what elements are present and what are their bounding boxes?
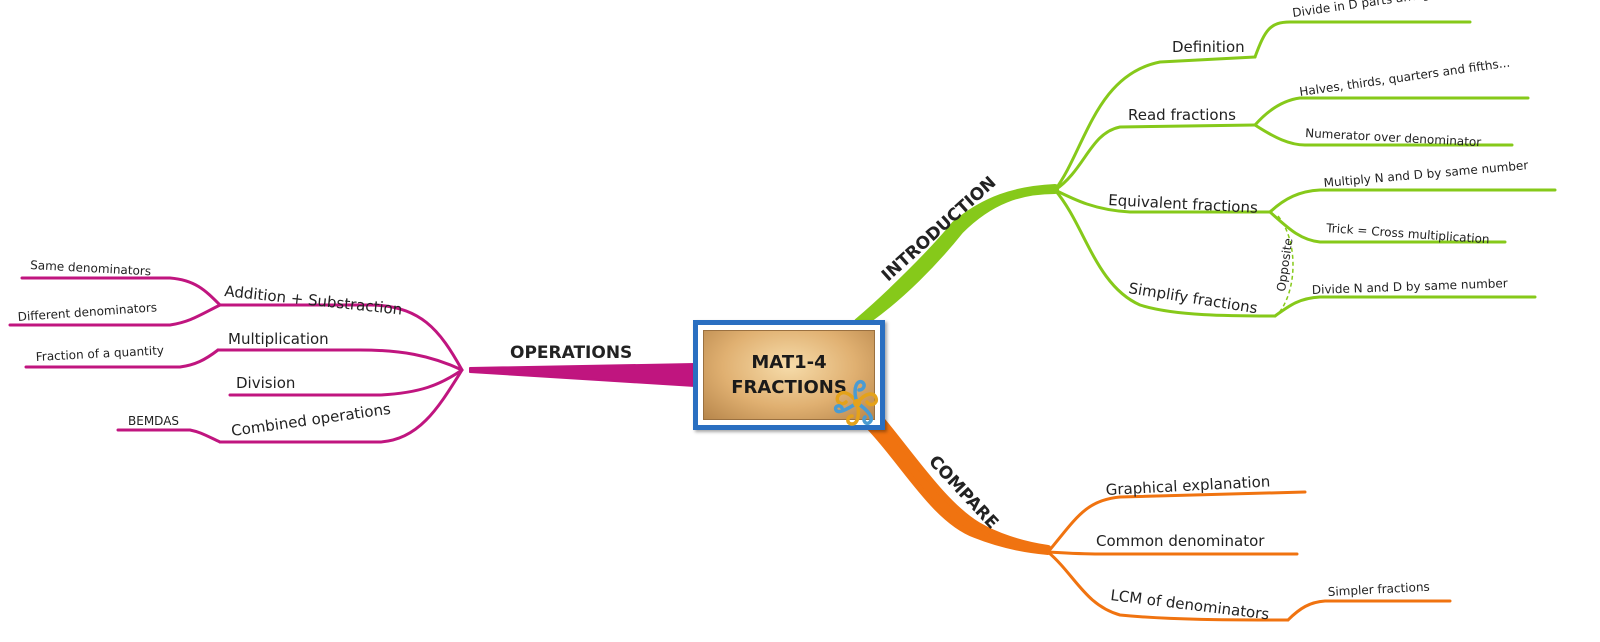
connector-simplify-leaf [1273,295,1537,318]
connector-read-fractions [1053,123,1257,192]
connector-addition-leaf-2 [8,303,222,327]
connector-addition-leaf-1 [20,276,222,307]
simplify-fractions-label: Simplify fractions [1127,279,1259,317]
connector-division [228,368,464,397]
definition-label: Definition [1172,38,1245,56]
compare-main-connector [867,417,1051,555]
connector-read-leaf-1 [1253,96,1530,127]
connector-multiplication [216,348,464,372]
central-topic[interactable]: MAT1-4 FRACTIONS [693,320,885,430]
introduction-label: INTRODUCTION [878,173,1000,286]
connector-equivalent-leaf-2 [1268,210,1507,244]
division-label: Division [236,374,295,392]
read-fractions-label: Read fractions [1128,106,1236,124]
definition-leaf: Divide in D parts and get N [1291,0,1455,20]
connector-lcm [1046,550,1290,622]
central-topic-line-2: FRACTIONS [731,377,847,398]
connector-combined [218,368,464,444]
lcm-leaf: Simpler fractions [1327,580,1430,599]
connector-graphical [1046,490,1307,554]
multiplication-leaf: Fraction of a quantity [35,343,164,364]
combined-leaf: BEMDAS [128,414,179,428]
connector-common [1046,550,1299,556]
compare-branch: COMPARE Graphical explanation Common den… [867,417,1452,623]
addition-label: Addition + Substraction [224,282,404,319]
operations-main-connector [469,363,696,387]
multiplication-label: Multiplication [228,330,329,348]
operations-branch: OPERATIONS Addition + Substraction Multi… [8,258,696,444]
connector-equivalent-fractions [1053,188,1272,214]
connector-read-leaf-2 [1253,123,1514,147]
connector-combined-leaf [116,428,222,444]
combined-label: Combined operations [230,400,392,440]
mindmap-logo-icon [833,379,879,426]
connector-multiplication-leaf [24,348,220,369]
connector-simplify-fractions [1053,188,1277,318]
simplify-fractions-leaf: Divide N and D by same number [1312,276,1508,297]
opposite-relation-label: Opposite [1274,237,1295,292]
connector-equivalent-leaf-1 [1268,188,1557,214]
connector-definition-leaf [1253,20,1472,59]
equivalent-fractions-leaf-1: Multiply N and D by same number [1323,158,1529,190]
opposite-relation-line [1277,215,1294,315]
central-topic-fill: MAT1-4 FRACTIONS [703,330,875,420]
operations-label: OPERATIONS [510,343,632,363]
central-topic-line-1: MAT1-4 [751,352,827,373]
addition-leaf-1: Same denominators [30,258,152,278]
connector-lcm-leaf [1286,599,1452,622]
read-fractions-leaf-1: Halves, thirds, quarters and fifths... [1298,56,1510,99]
introduction-branch: INTRODUCTION Definition Read fractions E… [848,0,1557,334]
addition-leaf-2: Different denominators [17,300,157,324]
common-label: Common denominator [1096,532,1265,550]
connector-definition [1053,55,1257,192]
connector-addition [218,303,464,372]
